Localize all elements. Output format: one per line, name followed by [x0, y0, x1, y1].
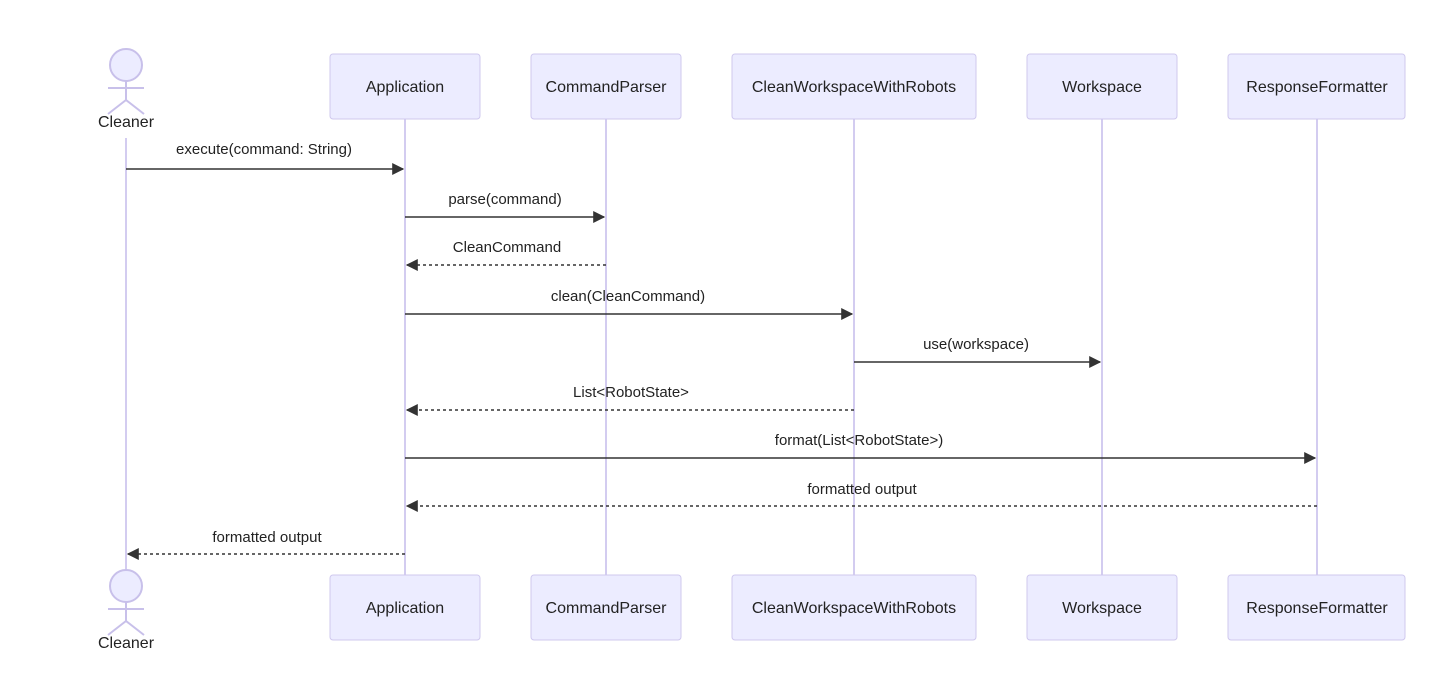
message-label: clean(CleanCommand) — [551, 288, 705, 305]
participant-responseformatter-top: ResponseFormatter — [1227, 53, 1406, 120]
participant-label: ResponseFormatter — [1246, 79, 1388, 96]
message-cleancommand-return: CleanCommand — [405, 239, 606, 271]
actor-head-icon — [109, 48, 143, 82]
participant-commandparser-bottom: CommandParser — [530, 574, 682, 641]
participant-application-bottom: Application — [329, 574, 481, 641]
participant-label: Workspace — [1062, 79, 1142, 96]
message-label: CleanCommand — [453, 239, 561, 256]
message-label: execute(command: String) — [176, 141, 352, 158]
message-clean: clean(CleanCommand) — [405, 288, 854, 320]
participant-workspace-bottom: Workspace — [1026, 574, 1178, 641]
participant-label: CommandParser — [546, 600, 668, 617]
participant-label: Application — [366, 79, 444, 96]
actor-label: Cleaner — [98, 635, 155, 652]
participant-label: CleanWorkspaceWithRobots — [752, 79, 956, 96]
message-execute: execute(command: String) — [126, 141, 405, 175]
message-format: format(List<RobotState>) — [405, 432, 1317, 464]
participant-cleanworkspace-bottom: CleanWorkspaceWithRobots — [731, 574, 977, 641]
participant-label: CommandParser — [546, 79, 668, 96]
actor-cleaner-bottom: Cleaner — [98, 569, 155, 652]
message-label: use(workspace) — [923, 336, 1029, 353]
message-label: format(List<RobotState>) — [775, 432, 943, 449]
participant-cleanworkspace-top: CleanWorkspaceWithRobots — [731, 53, 977, 120]
message-parse: parse(command) — [405, 191, 606, 223]
message-robotstate-return: List<RobotState> — [405, 384, 854, 416]
message-label: parse(command) — [448, 191, 561, 208]
participant-label: Application — [366, 600, 444, 617]
message-label: List<RobotState> — [573, 384, 689, 401]
actor-head-icon — [109, 569, 143, 603]
message-use-workspace: use(workspace) — [854, 336, 1102, 368]
participant-responseformatter-bottom: ResponseFormatter — [1227, 574, 1406, 641]
message-label: formatted output — [807, 481, 917, 498]
participant-commandparser-top: CommandParser — [530, 53, 682, 120]
message-formatted-output-to-cleaner: formatted output — [126, 529, 405, 560]
message-label: formatted output — [212, 529, 322, 546]
actor-cleaner-top: Cleaner — [98, 48, 155, 131]
participant-label: ResponseFormatter — [1246, 600, 1388, 617]
participant-application-top: Application — [329, 53, 481, 120]
actor-label: Cleaner — [98, 114, 155, 131]
participant-label: CleanWorkspaceWithRobots — [752, 600, 956, 617]
participant-workspace-top: Workspace — [1026, 53, 1178, 120]
participant-label: Workspace — [1062, 600, 1142, 617]
message-formatted-output-return: formatted output — [405, 481, 1317, 512]
